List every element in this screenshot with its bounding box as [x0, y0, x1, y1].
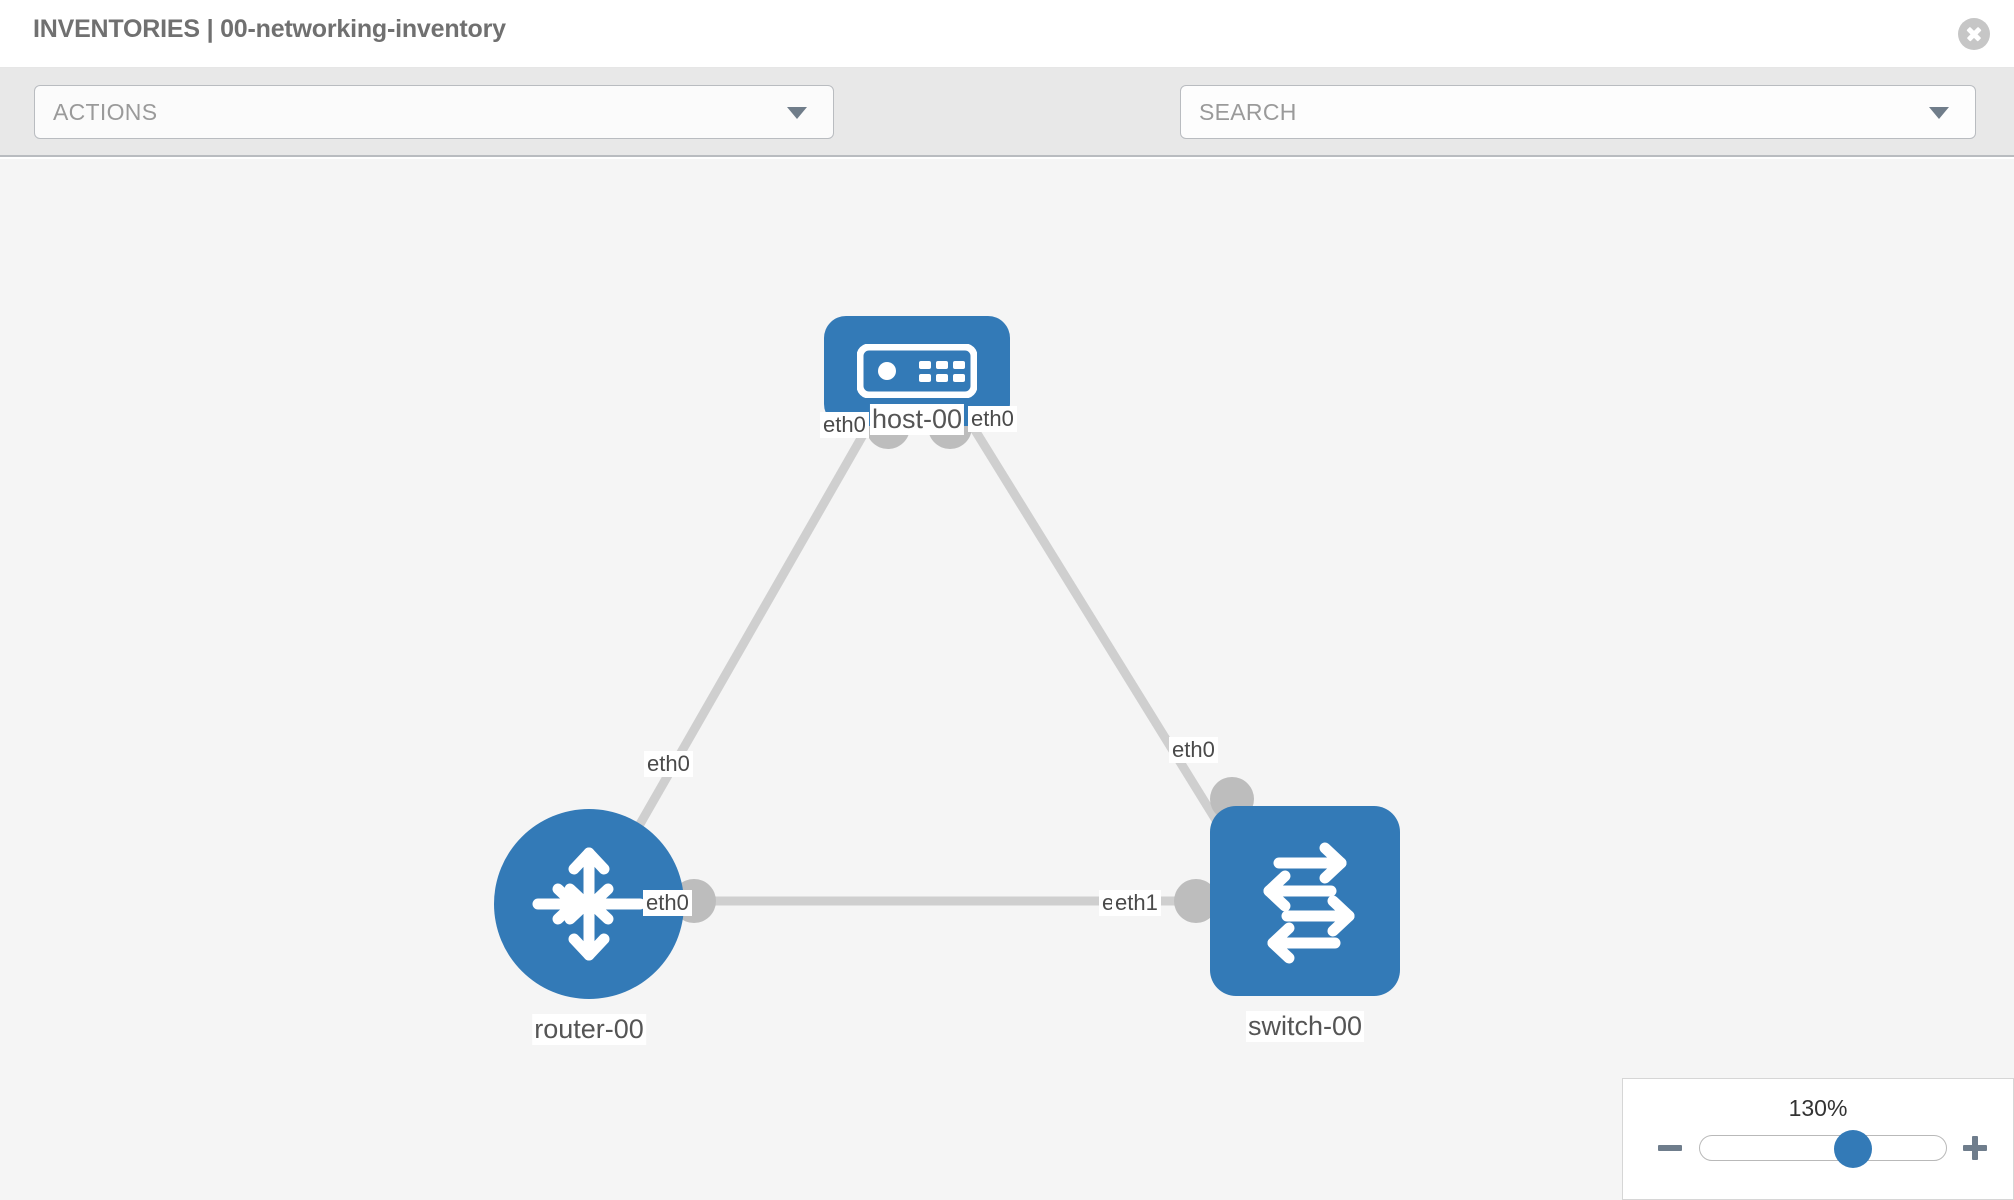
search-input[interactable]: SEARCH: [1180, 85, 1976, 139]
zoom-control-panel: 130%: [1622, 1078, 2014, 1200]
zoom-slider[interactable]: [1699, 1130, 1947, 1168]
minus-icon[interactable]: [1653, 1131, 1687, 1165]
topology-links: [616, 405, 1254, 923]
zoom-slider-handle[interactable]: [1833, 1130, 1872, 1168]
page-header: INVENTORIES | 00-networking-inventory: [0, 0, 2014, 68]
edge-label-host-right: eth0: [968, 406, 1017, 432]
plus-icon[interactable]: [1958, 1131, 1992, 1165]
edge-label-switch-to-router-b: eth1: [1112, 890, 1161, 916]
search-input-placeholder: SEARCH: [1199, 99, 1297, 125]
server-icon: [824, 316, 1010, 426]
chevron-down-icon[interactable]: [1929, 107, 1949, 119]
zoom-percent-label: 130%: [1788, 1095, 1848, 1121]
edge-label-switch-to-host: eth0: [1169, 737, 1218, 763]
switch-arrows-icon: [1210, 806, 1400, 996]
router-arrows-icon: [494, 809, 684, 999]
edge-label-router-to-host: eth0: [644, 751, 693, 777]
page-title: INVENTORIES | 00-networking-inventory: [33, 15, 506, 43]
node-shape: [1210, 806, 1400, 996]
node-label-switch-00: switch-00: [1245, 1011, 1365, 1042]
topology-node-switch-00[interactable]: switch-00: [1210, 806, 1400, 1042]
chevron-down-icon: [787, 107, 807, 119]
edge-label-host-left: eth0: [820, 412, 869, 438]
edge-label-router-to-switch: eth0: [643, 890, 692, 916]
node-label-host-00: host-00: [869, 404, 965, 435]
actions-dropdown-label: ACTIONS: [53, 99, 158, 125]
node-label-router-00: router-00: [532, 1014, 646, 1045]
toolbar: ACTIONS SEARCH: [0, 68, 2014, 198]
actions-dropdown[interactable]: ACTIONS: [34, 85, 834, 139]
close-icon[interactable]: [1958, 18, 1990, 50]
topology-node-router-00[interactable]: router-00: [494, 809, 684, 1045]
topology-canvas[interactable]: host-00 router-00: [0, 159, 2014, 1200]
